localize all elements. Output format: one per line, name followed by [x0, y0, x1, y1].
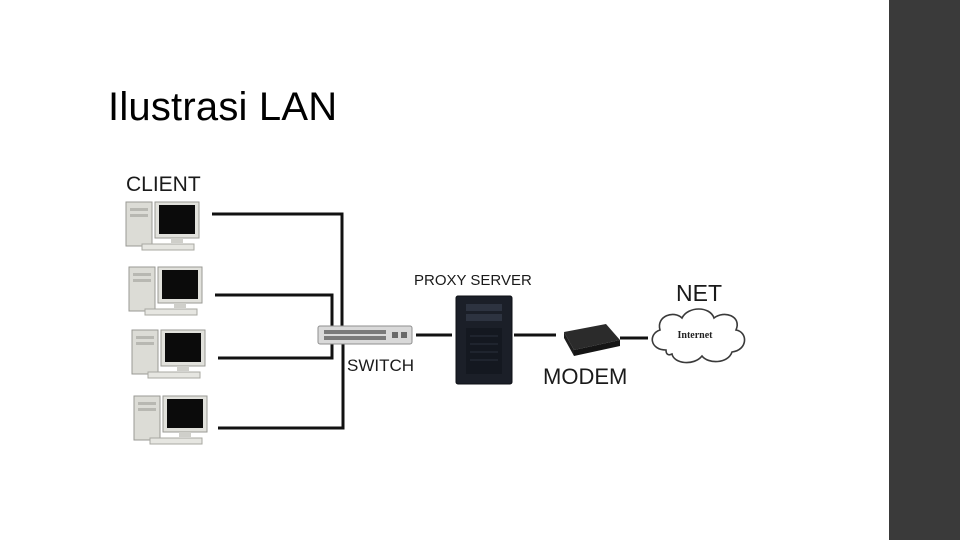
modem-icon — [564, 324, 620, 356]
client-label: CLIENT — [126, 173, 201, 196]
modem-label: MODEM — [543, 364, 628, 389]
pc-tower-bay — [133, 273, 151, 276]
slide-title: Ilustrasi LAN — [108, 85, 338, 129]
tower-server-icon — [455, 295, 513, 385]
switch-port-strip — [324, 336, 386, 340]
pc-keyboard — [144, 308, 198, 316]
pc-monitor-stand — [174, 303, 186, 308]
switch-label: SWITCH — [347, 356, 415, 375]
client-computer-4 — [133, 395, 208, 445]
pc-tower-bay — [130, 214, 148, 217]
right-accent-bar — [889, 0, 960, 540]
pc-monitor-screen — [167, 399, 203, 428]
client-computer-3 — [131, 329, 206, 379]
pc-monitor-screen — [159, 205, 195, 234]
cloud-label: Internet — [678, 330, 714, 341]
net-label: NET — [676, 280, 722, 306]
modem-front — [574, 340, 620, 356]
lan-diagram: Internet — [125, 201, 746, 445]
internet-cloud-icon: Internet — [651, 308, 746, 364]
pc-monitor-stand — [177, 366, 189, 371]
client-1-link — [212, 212, 344, 328]
pc-tower-bay — [138, 402, 156, 405]
modem-top — [564, 324, 620, 350]
switch-uplink-port — [392, 332, 398, 338]
proxy-server-label: PROXY SERVER — [414, 272, 532, 289]
pc-keyboard — [141, 243, 195, 251]
client-4-link — [218, 342, 345, 430]
server-panel — [466, 328, 502, 374]
pc-monitor-stand — [179, 432, 191, 437]
server-drive-bay — [466, 314, 502, 321]
pc-keyboard — [149, 437, 203, 445]
pc-tower-bay — [130, 208, 148, 211]
cloud-shape — [651, 308, 746, 364]
pc-tower-bay — [133, 279, 151, 282]
pc-monitor-stand — [171, 238, 183, 243]
modem-side — [564, 332, 574, 356]
server-drive-bay — [466, 304, 502, 311]
pc-monitor-screen — [165, 333, 201, 362]
switch-uplink-port — [401, 332, 407, 338]
switch-port-strip — [324, 330, 386, 334]
client-3-link — [218, 342, 334, 360]
pc-tower-bay — [136, 342, 154, 345]
network-switch-icon — [317, 325, 413, 345]
pc-tower-bay — [136, 336, 154, 339]
client-2-link — [215, 293, 334, 328]
client-computer-1 — [125, 201, 200, 251]
pc-tower-bay — [138, 408, 156, 411]
pc-monitor-screen — [162, 270, 198, 299]
pc-keyboard — [147, 371, 201, 379]
connection-lines — [212, 212, 648, 430]
client-computer-2 — [128, 266, 203, 316]
